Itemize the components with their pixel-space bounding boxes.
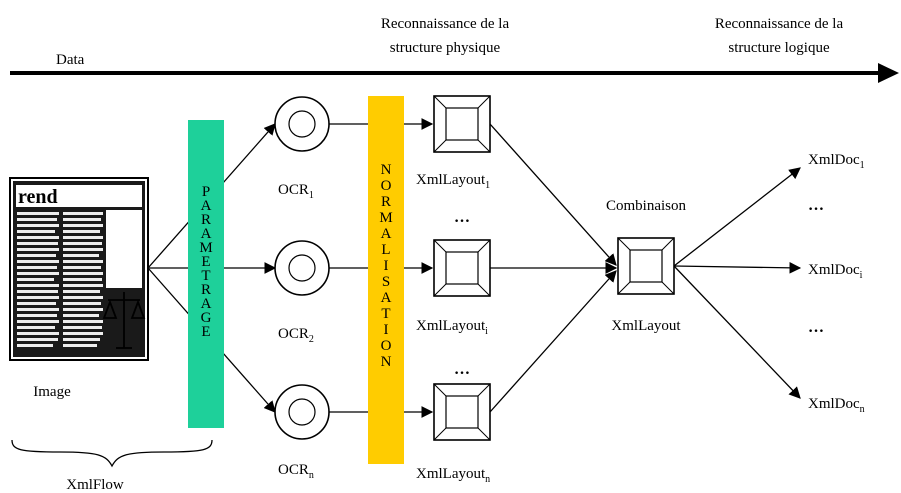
layout-1-label: XmlLayout1 bbox=[416, 172, 490, 191]
physical-structure-title-line1: Reconnaissance de la bbox=[381, 16, 510, 32]
docs-ellipsis-1: … bbox=[808, 197, 824, 214]
layouts-ellipsis-1: … bbox=[454, 209, 470, 226]
combination-box bbox=[617, 237, 675, 295]
norm-letter: I bbox=[384, 258, 389, 274]
arrow-combination-to-docn bbox=[673, 265, 801, 399]
arrow-combination-to-doci bbox=[673, 261, 802, 274]
normalisation-bar bbox=[368, 96, 404, 464]
arrow-layout1-to-combination bbox=[489, 123, 617, 266]
xmlflow-brace bbox=[11, 439, 213, 468]
layout-box-i bbox=[433, 239, 491, 297]
physical-structure-title-line2: structure physique bbox=[390, 40, 501, 56]
param-letter: R bbox=[201, 282, 211, 298]
norm-letter: O bbox=[381, 338, 392, 354]
param-letter: T bbox=[201, 268, 210, 284]
param-letter: A bbox=[201, 198, 212, 214]
ocr-2-label: OCR2 bbox=[278, 326, 314, 345]
doc-1-label: XmlDoc1 bbox=[808, 152, 865, 171]
document-image: rend bbox=[9, 177, 149, 361]
parametrage-bar bbox=[188, 120, 224, 428]
docs-ellipsis-2: … bbox=[808, 319, 824, 336]
ocr-engine-1 bbox=[274, 96, 330, 152]
combination-label: Combinaison bbox=[606, 198, 687, 214]
param-letter: A bbox=[201, 296, 212, 312]
norm-letter: N bbox=[381, 162, 392, 178]
ocr-1-label: OCR1 bbox=[278, 182, 314, 201]
norm-letter: S bbox=[382, 274, 390, 290]
norm-letter: A bbox=[381, 290, 392, 306]
timeline-arrow bbox=[10, 63, 899, 83]
doc-n-label: XmlDocn bbox=[808, 396, 865, 415]
layout-n-label: XmlLayoutn bbox=[416, 466, 490, 485]
image-label: Image bbox=[33, 384, 71, 400]
param-letter: G bbox=[201, 310, 212, 326]
param-letter: R bbox=[201, 212, 211, 228]
combined-layout-label: XmlLayout bbox=[611, 318, 681, 334]
ocr-engine-n bbox=[274, 384, 330, 440]
norm-letter: A bbox=[381, 226, 392, 242]
param-letter: P bbox=[202, 184, 210, 200]
xmlflow-label: XmlFlow bbox=[66, 477, 124, 493]
param-letter: E bbox=[201, 254, 210, 270]
doc-i-label: XmlDoci bbox=[808, 262, 863, 281]
arrow-layoutn-to-combination bbox=[489, 270, 617, 413]
norm-letter: M bbox=[379, 210, 392, 226]
arrow-combination-to-doc1 bbox=[673, 167, 801, 267]
logical-structure-title-line1: Reconnaissance de la bbox=[715, 16, 844, 32]
data-label: Data bbox=[56, 52, 85, 68]
param-letter: E bbox=[201, 324, 210, 340]
newspaper-heading-word: rend bbox=[18, 186, 58, 208]
norm-letter: T bbox=[381, 306, 390, 322]
norm-letter: R bbox=[381, 194, 391, 210]
norm-letter: L bbox=[381, 242, 390, 258]
layouts-ellipsis-2: … bbox=[454, 361, 470, 378]
param-letter: M bbox=[199, 240, 212, 256]
layout-i-label: XmlLayouti bbox=[416, 318, 488, 337]
layout-box-n bbox=[433, 383, 491, 441]
ocr-n-label: OCRn bbox=[278, 462, 314, 481]
layout-box-1 bbox=[433, 95, 491, 153]
logical-structure-title-line2: structure logique bbox=[728, 40, 830, 56]
scales-of-justice-icon bbox=[102, 292, 146, 349]
norm-letter: I bbox=[384, 322, 389, 338]
norm-letter: N bbox=[381, 354, 392, 370]
ocr-engine-2 bbox=[274, 240, 330, 296]
param-letter: A bbox=[201, 226, 212, 242]
norm-letter: O bbox=[381, 178, 392, 194]
